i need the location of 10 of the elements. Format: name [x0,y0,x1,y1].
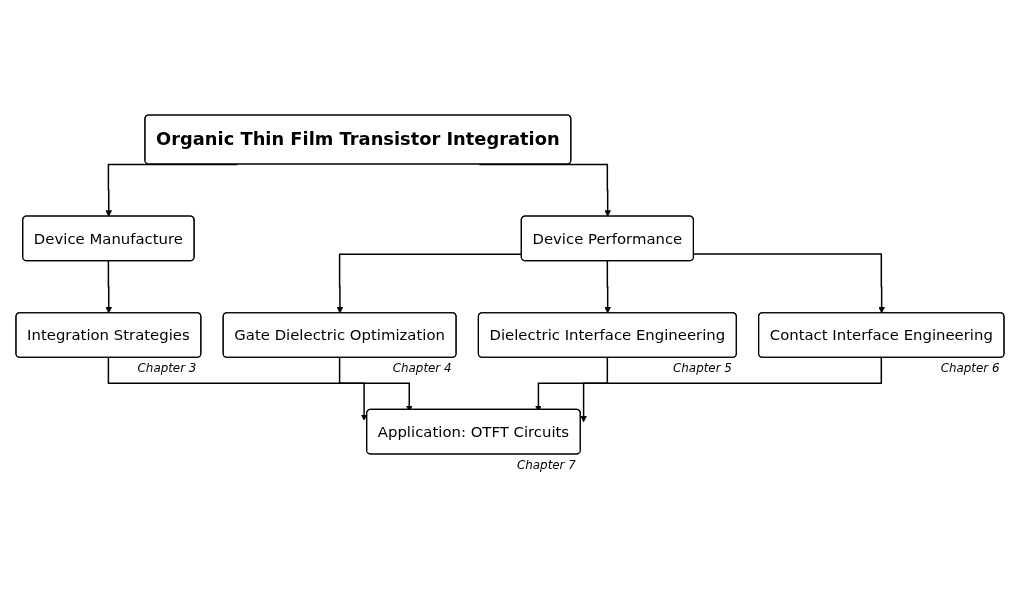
chapter-note: Chapter 3 [137,361,196,376]
arrow [105,260,112,314]
chapter-note: Chapter 6 [940,361,1000,376]
chapter-note: Chapter 4 [392,361,452,376]
chapter-note: Chapter 5 [672,361,732,376]
arrow [107,357,367,421]
arrow [579,357,882,423]
arrow [692,253,885,314]
chapter-note: Chapter 7 [516,458,576,472]
arrow [603,260,611,314]
